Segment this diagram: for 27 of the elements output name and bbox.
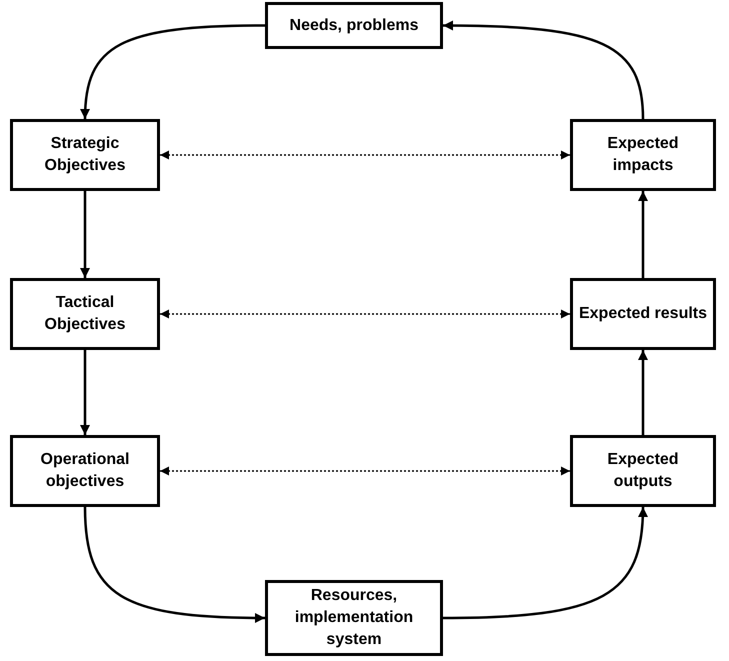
arrow	[442, 506, 648, 620]
process-box	[10, 119, 160, 191]
arrow	[80, 350, 90, 435]
dotted-double-arrow	[160, 310, 570, 318]
box-label: Expected impacts	[606, 134, 680, 176]
box-label: Strategic Objectives	[44, 134, 126, 176]
process-box	[570, 119, 716, 191]
process-box	[10, 435, 160, 507]
box-label: Expected results	[578, 304, 708, 324]
arrow	[80, 191, 90, 278]
dotted-double-arrow	[160, 466, 570, 476]
process-box	[265, 2, 443, 49]
arrow	[638, 191, 648, 278]
box-label: Needs, problems	[290, 16, 418, 36]
box-label: Expected outputs	[606, 450, 680, 492]
process-box	[570, 435, 716, 507]
dotted-double-arrow	[160, 150, 570, 160]
process-box	[10, 278, 160, 350]
box-label: Operational objectives	[40, 450, 130, 492]
arrow	[442, 20, 644, 120]
process-box	[570, 278, 716, 350]
arrow	[84, 506, 266, 623]
arrow	[638, 350, 648, 435]
box-label: Tactical Objectives	[44, 293, 126, 335]
box-label: Resources, implementation system	[294, 586, 414, 650]
arrow	[80, 24, 266, 120]
process-box	[265, 580, 443, 656]
